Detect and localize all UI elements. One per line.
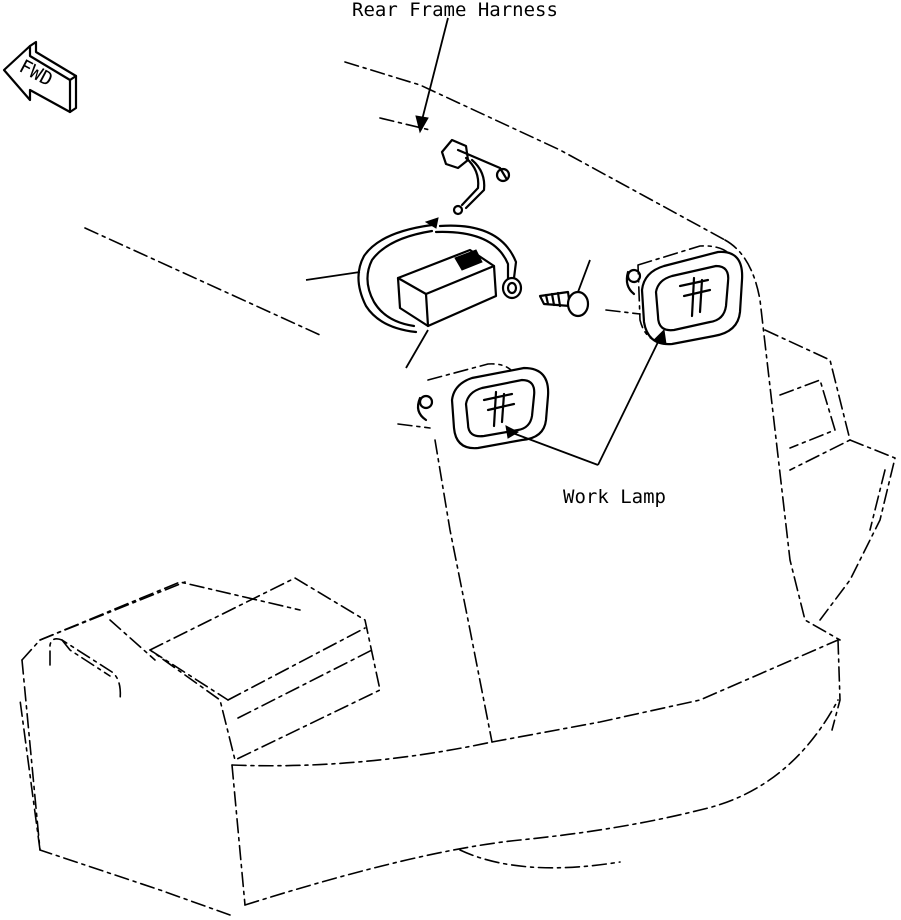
- washer: [501, 276, 523, 300]
- work-lamp-label: Work Lamp: [563, 486, 666, 508]
- harness-connector: [440, 138, 511, 216]
- rear-frame-harness-label: Rear Frame Harness: [352, 0, 558, 21]
- mounting-bolt: [538, 290, 590, 318]
- work-lamp-harness: [357, 217, 518, 334]
- work-lamp-left: [397, 363, 550, 450]
- leader-lines: [305, 17, 667, 466]
- work-lamp-right: [605, 245, 744, 346]
- fwd-arrow-icon: FWD: [2, 40, 78, 114]
- relay-box: [396, 248, 498, 328]
- rear-frame-body-outline: [19, 61, 896, 916]
